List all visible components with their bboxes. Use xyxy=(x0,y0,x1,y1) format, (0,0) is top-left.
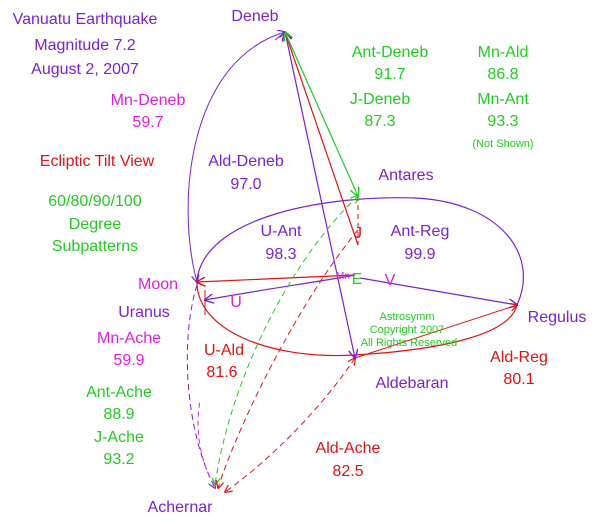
title-line3: August 2, 2007 xyxy=(31,61,139,78)
copyright-line1: Astrosymm xyxy=(380,311,435,323)
angle-ant-reg-value: 99.9 xyxy=(404,246,435,263)
angle-ald-deneb-label: Ald-Deneb xyxy=(208,153,284,170)
angle-mn-deneb-label: Mn-Deneb xyxy=(111,92,186,109)
arc-antares-deneb xyxy=(285,32,358,196)
angle-ant-ache-value: 88.9 xyxy=(103,406,134,423)
marker-uranus: U xyxy=(230,294,242,311)
angle-ald-ache-label: Ald-Ache xyxy=(316,440,381,457)
marker-mn: Mn xyxy=(336,271,350,282)
body-achernar: Achernar xyxy=(148,499,214,516)
body-aldebaran: Aldebaran xyxy=(376,375,449,392)
copyright-line2: Copyright 2007 xyxy=(370,324,445,336)
angle-mn-ant-label: Mn-Ant xyxy=(477,91,529,108)
angle-j-deneb-value: 87.3 xyxy=(364,113,395,130)
angle-u-ant-label: U-Ant xyxy=(261,223,302,240)
title-line1: Vanuatu Earthquake xyxy=(13,11,158,28)
marker-jupiter: J xyxy=(354,225,362,242)
angle-mn-ant-value: 93.3 xyxy=(487,113,518,130)
angle-ant-reg-label: Ant-Reg xyxy=(391,223,450,240)
angle-mn-deneb-value: 59.7 xyxy=(132,114,163,131)
marker-earth: E xyxy=(352,271,363,288)
angle-mn-ache-value: 59.9 xyxy=(113,352,144,369)
angle-j-deneb-label: J-Deneb xyxy=(350,91,411,108)
subpatterns-line3: Subpatterns xyxy=(52,238,138,255)
angle-ald-ache-value: 82.5 xyxy=(332,463,363,480)
line-venus-regulus xyxy=(359,277,517,305)
arc-deneb-down xyxy=(274,31,286,41)
angle-mn-ache-label: Mn-Ache xyxy=(97,330,161,347)
body-antares: Antares xyxy=(378,167,433,184)
angle-mn-ald-value: 86.8 xyxy=(487,66,518,83)
angle-u-ald-value: 81.6 xyxy=(206,364,237,381)
angle-ant-deneb-label: Ant-Deneb xyxy=(352,44,429,61)
angle-j-ache-label: J-Ache xyxy=(94,429,144,446)
arc-aldebaran-achernar xyxy=(225,358,355,492)
arc-moon-deneb xyxy=(187,32,285,282)
angle-mn-ald-label: Mn-Ald xyxy=(478,44,529,61)
angle-ant-deneb-value: 91.7 xyxy=(374,66,405,83)
angle-ant-ache-label: Ant-Ache xyxy=(86,384,152,401)
body-deneb: Deneb xyxy=(231,8,278,25)
body-uranus: Uranus xyxy=(118,304,170,321)
view-title: Ecliptic Tilt View xyxy=(40,153,155,170)
angle-ald-reg-value: 80.1 xyxy=(503,371,534,388)
body-moon: Moon xyxy=(138,276,178,293)
line-moon-earth xyxy=(197,274,356,282)
angle-mn-ant-note: (Not Shown) xyxy=(472,138,533,150)
arc-aldebaran-deneb xyxy=(285,32,355,358)
subpatterns-line2: Degree xyxy=(69,216,122,233)
arc-achernar-left xyxy=(197,399,211,479)
angle-u-ald-label: U-Ald xyxy=(204,342,244,359)
body-regulus: Regulus xyxy=(528,309,587,326)
angle-j-ache-value: 93.2 xyxy=(103,451,134,468)
angle-ald-deneb-value: 97.0 xyxy=(230,176,261,193)
subpatterns-line1: 60/80/90/100 xyxy=(48,193,142,210)
ecliptic-lower-arc xyxy=(196,279,518,357)
angle-u-ant-value: 98.3 xyxy=(265,246,296,263)
ecliptic-upper-arc xyxy=(196,197,524,306)
title-line2: Magnitude 7.2 xyxy=(34,37,136,54)
arc-jupiter-deneb xyxy=(285,32,359,246)
copyright-line3: All Rights Reserved xyxy=(361,337,458,349)
angle-ald-reg-label: Ald-Reg xyxy=(490,349,548,366)
line-aldebaran-regulus xyxy=(354,305,517,359)
marker-venus: V xyxy=(385,272,396,289)
